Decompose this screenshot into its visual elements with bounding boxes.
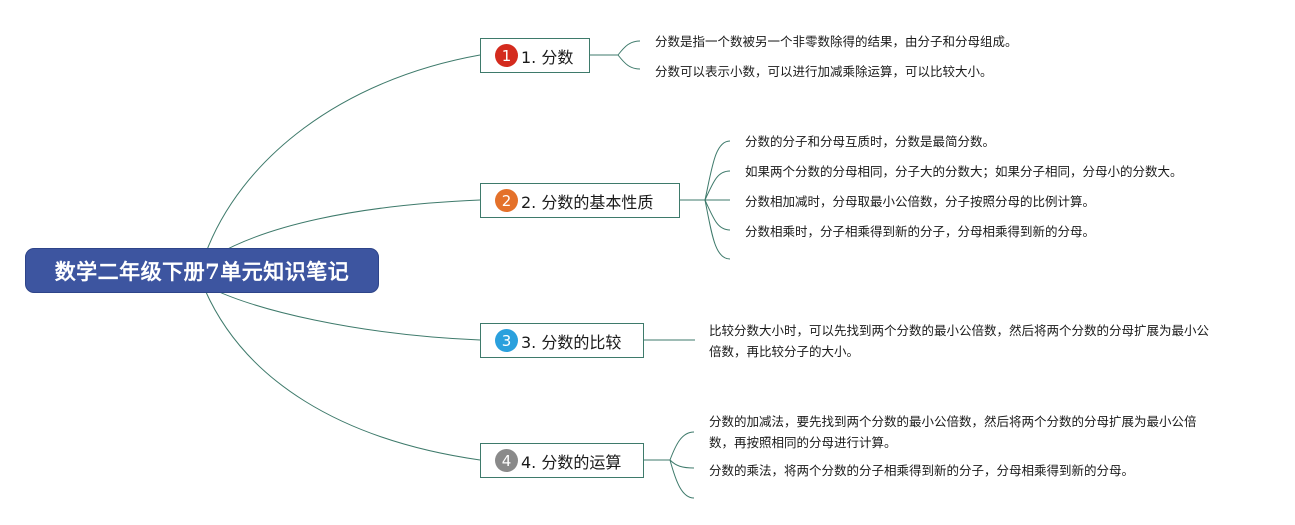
topic-2-note-2: 如果两个分数的分母相同，分子大的分数大；如果分子相同，分母小的分数大。 (745, 164, 1183, 179)
topic-2-note-1: 分数的分子和分母互质时，分数是最简分数。 (745, 134, 996, 149)
topic-label: 4. 分数的运算 (521, 452, 622, 472)
topic-4-note-2: 分数的乘法，将两个分数的分子相乘得到新的分子，分母相乘得到新的分母。 (709, 463, 1135, 478)
topic-3-note-1: 比较分数大小时，可以先找到两个分数的最小公倍数，然后将两个分数的分母扩展为最小公… (709, 323, 1210, 359)
connector-topic-2-note-2 (704, 170, 731, 201)
topic-4-note-1: 分数的加减法，要先找到两个分数的最小公倍数，然后将两个分数的分母扩展为最小公倍数… (709, 414, 1197, 450)
connector-root-to-topic-4 (204, 289, 481, 461)
number-badge-icon: 1 (495, 44, 518, 67)
root-topic[interactable]: 数学二年级下册7单元知识笔记 (25, 248, 379, 293)
topic-label: 1. 分数 (521, 47, 574, 67)
root-title: 数学二年级下册7单元知识笔记 (54, 258, 350, 284)
connector-topic-4-note-2 (669, 459, 695, 469)
topic-2[interactable]: 2 2. 分数的基本性质 (480, 183, 680, 218)
connector-root-to-topic-1 (204, 54, 481, 256)
number-badge-icon: 3 (495, 329, 518, 352)
topic-1[interactable]: 1 1. 分数 (480, 38, 590, 73)
topic-1-note-1: 分数是指一个数被另一个非零数除得的结果，由分子和分母组成。 (655, 34, 1018, 49)
topic-2-note-4: 分数相乘时，分子相乘得到新的分子，分母相乘得到新的分母。 (745, 224, 1096, 239)
topic-1-note-2: 分数可以表示小数，可以进行加减乘除运算，可以比较大小。 (655, 64, 993, 79)
topic-label: 3. 分数的比较 (521, 332, 622, 352)
topic-label: 2. 分数的基本性质 (521, 192, 654, 212)
connector-topic-4-note-1 (669, 431, 695, 461)
topic-4[interactable]: 4 4. 分数的运算 (480, 443, 644, 478)
connector-topic-1-note-1 (617, 40, 641, 56)
connector-root-to-topic-3 (204, 284, 481, 341)
topic-3[interactable]: 3 3. 分数的比较 (480, 323, 644, 358)
connector-topic-1-note-2 (617, 54, 641, 70)
connector-topic-4-note-tail (669, 459, 695, 499)
number-badge-icon: 2 (495, 189, 518, 212)
connector-topic-2-note-4 (704, 199, 731, 231)
connector-topic-2-note-1 (704, 140, 731, 201)
connector-topic-2-note-tail (704, 199, 731, 260)
number-badge-icon: 4 (495, 449, 518, 472)
topic-2-note-3: 分数相加减时，分母取最小公倍数，分子按照分母的比例计算。 (745, 194, 1096, 209)
